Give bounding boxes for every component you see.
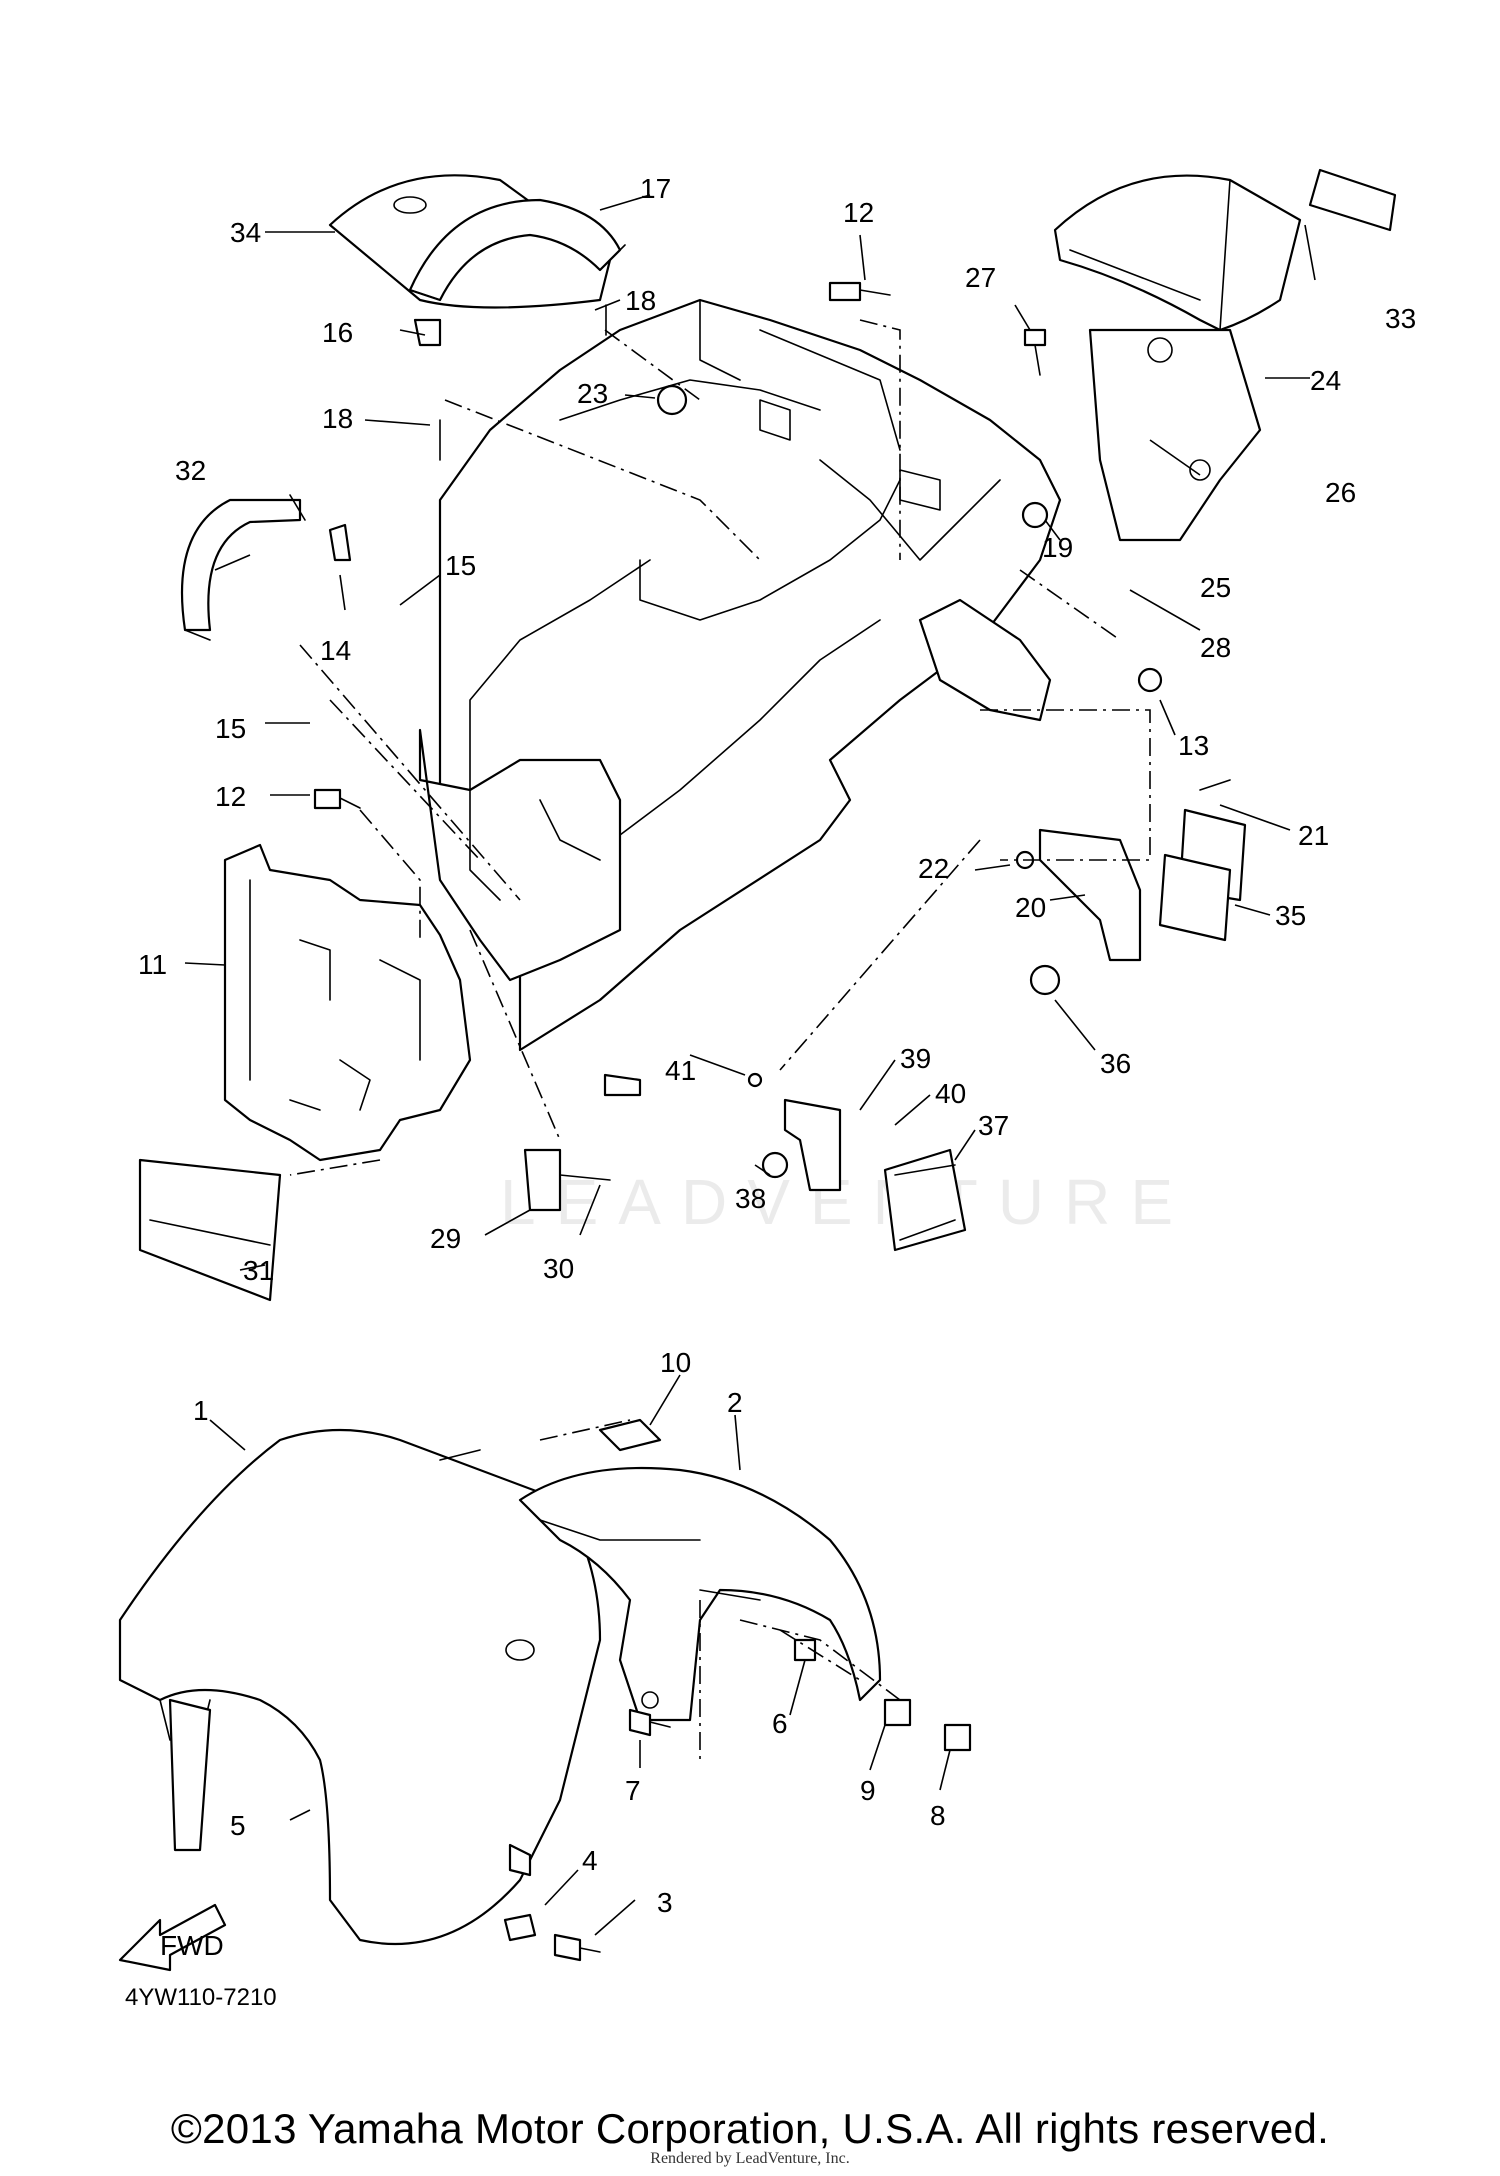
callout-23: 23 bbox=[577, 378, 608, 409]
part-32-strap bbox=[180, 494, 306, 641]
fwd-label: FWD bbox=[160, 1930, 224, 1961]
callout-28: 28 bbox=[1200, 632, 1231, 663]
callout-34: 34 bbox=[230, 217, 261, 248]
callout-2: 2 bbox=[727, 1387, 743, 1418]
callout-8: 8 bbox=[930, 1800, 946, 1831]
callout-11: 11 bbox=[138, 949, 167, 980]
callout-16: 16 bbox=[322, 317, 353, 348]
leader-lines bbox=[184, 194, 1316, 1936]
callout-6: 6 bbox=[772, 1708, 788, 1739]
callout-4: 4 bbox=[582, 1845, 598, 1876]
callout-14: 14 bbox=[320, 635, 351, 666]
callout-3: 3 bbox=[657, 1887, 673, 1918]
callout-18-mid: 18 bbox=[322, 403, 353, 434]
callout-21: 21 bbox=[1298, 820, 1329, 851]
callout-41: 41 bbox=[665, 1055, 696, 1086]
callout-19: 19 bbox=[1042, 532, 1073, 563]
fasteners-lower bbox=[503, 1638, 972, 1962]
callout-35: 35 bbox=[1275, 900, 1306, 931]
callout-33: 33 bbox=[1385, 303, 1416, 334]
inner-box bbox=[418, 728, 622, 982]
diagram-code: 4YW110-7210 bbox=[125, 1984, 277, 2011]
rendered-by-text: Rendered by LeadVenture, Inc. bbox=[650, 2150, 850, 2167]
assembly-lines-upper bbox=[289, 319, 1151, 1176]
callout-24: 24 bbox=[1310, 365, 1341, 396]
callout-1: 1 bbox=[193, 1395, 209, 1426]
callout-5: 5 bbox=[230, 1810, 246, 1841]
assembly-lines-lower bbox=[539, 1419, 901, 1760]
callout-37: 37 bbox=[978, 1110, 1009, 1141]
callout-26: 26 bbox=[1325, 477, 1356, 508]
part-31-flap bbox=[138, 1158, 282, 1302]
callout-12-bottom: 12 bbox=[215, 781, 246, 812]
callout-13: 13 bbox=[1178, 730, 1209, 761]
callout-labels: 34 17 12 18 16 18 23 27 33 24 26 19 25 2… bbox=[138, 173, 1416, 1918]
copyright-notice: ©2013 Yamaha Motor Corporation, U.S.A. A… bbox=[170, 2105, 1330, 2152]
part-33-trim bbox=[1308, 168, 1397, 232]
callout-27: 27 bbox=[965, 262, 996, 293]
callout-32: 32 bbox=[175, 455, 206, 486]
callout-15-top: 15 bbox=[445, 550, 476, 581]
callout-9: 9 bbox=[860, 1775, 876, 1806]
part-35-light bbox=[1158, 853, 1232, 942]
callout-30: 30 bbox=[543, 1253, 574, 1284]
callout-29: 29 bbox=[430, 1223, 461, 1254]
callout-18-top: 18 bbox=[625, 285, 656, 316]
callout-39: 39 bbox=[900, 1043, 931, 1074]
part-11-panel bbox=[223, 843, 472, 1162]
part-29-bracket bbox=[523, 1148, 562, 1212]
part-39-bracket bbox=[783, 1098, 842, 1192]
callout-22: 22 bbox=[918, 853, 949, 884]
callout-31: 31 bbox=[243, 1255, 274, 1286]
part-10-clip bbox=[598, 1418, 662, 1452]
callout-40: 40 bbox=[935, 1078, 966, 1109]
callout-7: 7 bbox=[625, 1775, 641, 1806]
callout-10: 10 bbox=[660, 1347, 691, 1378]
callout-20: 20 bbox=[1015, 892, 1046, 923]
callout-38: 38 bbox=[735, 1183, 766, 1214]
callout-36: 36 bbox=[1100, 1048, 1131, 1079]
part-16-clip bbox=[413, 318, 442, 347]
callout-17: 17 bbox=[640, 173, 671, 204]
callout-25: 25 bbox=[1200, 572, 1231, 603]
part-37-reflector bbox=[883, 1148, 967, 1252]
part-14-clip bbox=[328, 523, 352, 562]
part-26-bracket bbox=[1088, 328, 1262, 542]
front-fender-1 bbox=[118, 1428, 602, 1946]
part-24-tail-cover bbox=[1053, 174, 1302, 332]
callout-12-top: 12 bbox=[843, 197, 874, 228]
part-17-strap bbox=[408, 198, 626, 302]
callout-15-bottom: 15 bbox=[215, 713, 246, 744]
part-20-bracket bbox=[1038, 828, 1142, 962]
fwd-arrow-icon: FWD bbox=[118, 1903, 227, 1972]
